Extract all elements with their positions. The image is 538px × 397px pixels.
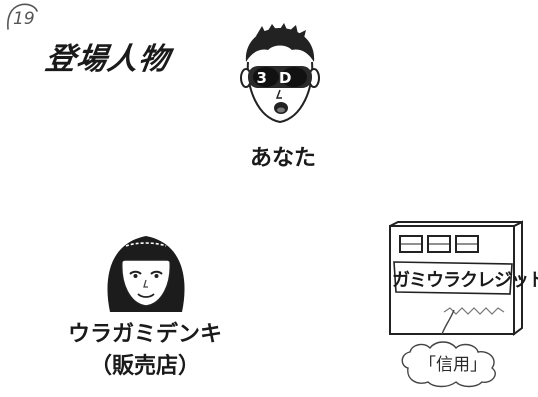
- you-character-illustration: 3D: [236, 22, 324, 130]
- woman-face-icon: [107, 236, 185, 312]
- glasses-text: 3D: [257, 69, 304, 87]
- you-label: あなた: [249, 146, 316, 171]
- page-number-text: 19: [13, 9, 35, 29]
- page-number-mark-icon: 19: [7, 3, 38, 30]
- register-illustration: ガミウラクレジット: [384, 212, 538, 342]
- cash-register-icon: [389, 220, 523, 336]
- cloud-bubble-icon: [401, 341, 496, 388]
- credit-text: 「信用」: [419, 355, 487, 375]
- seller-role-label: （販売店）: [89, 354, 200, 379]
- face-with-3d-glasses-icon: 3D: [240, 23, 320, 124]
- register-label: ガミウラクレジット: [392, 270, 538, 291]
- page-title: 登場人物: [43, 42, 172, 77]
- seller-character-illustration: [100, 224, 192, 316]
- page-number: 19: [4, 2, 40, 32]
- credit-bubble: 「信用」: [394, 338, 506, 388]
- seller-name-label: ウラガミデンキ: [67, 322, 222, 347]
